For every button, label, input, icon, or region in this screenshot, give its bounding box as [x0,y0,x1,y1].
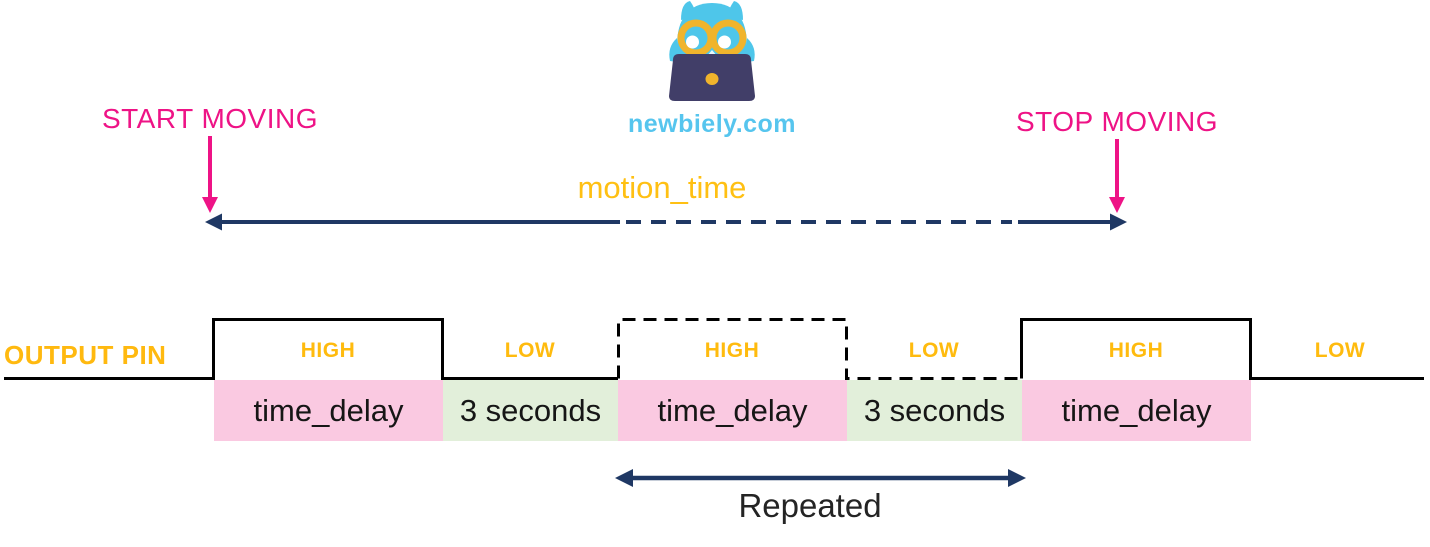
waveform-dashed-middle [617,318,1021,380]
output-pin-label: OUTPUT PIN [4,340,167,370]
waveform-solid-left [4,318,618,380]
duration-label: 3 seconds [863,392,1006,428]
owl-laptop-icon [669,1,755,101]
start-arrow-icon [202,136,218,213]
duration-label: time_delay [657,392,808,428]
duration-label: time_delay [1061,392,1212,428]
stop-moving-label: STOP MOVING [1015,106,1219,137]
logo-site-name: newbiely.com [627,110,797,138]
duration-box-3-seconds-1: 3 seconds [443,380,618,441]
repeated-arrow [615,469,1026,487]
motion-time-arrow [205,213,1127,231]
repeated-label: Repeated [738,487,882,524]
state-label-low-1: LOW [504,339,556,362]
logo: newbiely.com [622,0,802,139]
duration-label: 3 seconds [459,392,602,428]
duration-box-time-delay-2: time_delay [618,380,847,441]
state-label-high-2: HIGH [704,339,760,362]
duration-box-3-seconds-2: 3 seconds [847,380,1022,441]
state-label-high-1: HIGH [300,339,356,362]
duration-box-time-delay-3: time_delay [1022,380,1251,441]
motion-time-label: motion_time [577,170,747,205]
state-label-high-3: HIGH [1108,339,1164,362]
duration-box-time-delay-1: time_delay [214,380,443,441]
duration-label: time_delay [253,392,404,428]
waveform [4,318,1424,380]
waveform-solid-right [1020,318,1424,380]
start-moving-label: START MOVING [101,103,319,134]
state-label-low-3: LOW [1314,339,1366,362]
stop-arrow-icon [1109,139,1125,213]
state-label-low-2: LOW [908,339,960,362]
